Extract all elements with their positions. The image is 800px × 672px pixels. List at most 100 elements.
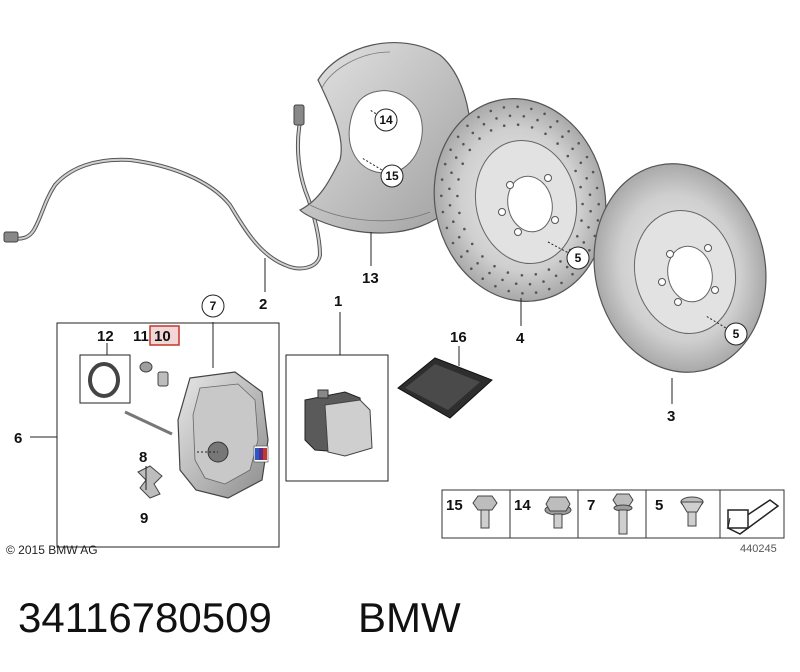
callout-15[interactable]: 15 (380, 164, 404, 188)
brake-pad-set[interactable] (304, 389, 373, 457)
brake-caliper[interactable] (177, 371, 269, 499)
drill-hole (560, 281, 563, 285)
callout-1[interactable]: 1 (334, 293, 342, 310)
legend-item-7[interactable]: 7 (587, 493, 634, 535)
drill-hole (452, 220, 455, 223)
caliper-assembly-box (56, 322, 280, 548)
guide-pin[interactable] (124, 410, 173, 436)
callout-4[interactable]: 4 (516, 330, 525, 347)
drilled-brake-disc[interactable] (416, 83, 625, 318)
drill-hole (597, 202, 600, 206)
drill-hole (507, 289, 511, 293)
drill-hole (571, 272, 574, 276)
drill-hole (547, 268, 551, 271)
callout-7[interactable]: 7 (201, 294, 225, 318)
svg-text:15: 15 (446, 497, 463, 514)
drill-hole (587, 226, 590, 229)
callout-3[interactable]: 3 (667, 408, 675, 425)
brake-wear-sensor-cable[interactable] (3, 104, 323, 271)
drill-hole (502, 124, 506, 127)
drill-hole (542, 280, 545, 283)
drill-hole (457, 178, 460, 181)
bleed-valve-cap[interactable] (139, 361, 153, 373)
brake-pad-box (285, 354, 389, 482)
callout-13[interactable]: 13 (362, 270, 379, 287)
drill-hole (501, 278, 504, 282)
callout-2[interactable]: 2 (259, 296, 267, 313)
drill-hole (528, 282, 532, 286)
drill-hole (566, 154, 570, 158)
drill-hole (579, 161, 583, 165)
drill-hole (502, 106, 506, 109)
drill-hole (593, 234, 597, 238)
drill-hole (478, 137, 481, 140)
callout-11[interactable]: 11 (133, 328, 149, 345)
drill-hole (454, 156, 458, 159)
image-number: 440245 (740, 543, 777, 555)
drill-hole (470, 267, 473, 271)
callout-12[interactable]: 12 (97, 328, 114, 345)
drill-hole (456, 194, 459, 198)
legend-item-14[interactable]: 14 (514, 496, 572, 529)
drill-hole (488, 271, 491, 275)
assembly-paste-sachet[interactable] (397, 357, 493, 419)
drill-hole (585, 155, 589, 159)
drill-hole (554, 274, 558, 278)
drill-hole (574, 169, 577, 173)
drill-hole (571, 147, 574, 151)
callout-6[interactable]: 6 (14, 430, 22, 447)
drill-hole (565, 265, 569, 269)
drill-hole (466, 124, 469, 128)
bleeder-screw[interactable] (157, 371, 169, 387)
drill-hole (466, 249, 469, 253)
drill-hole (520, 274, 524, 277)
drill-hole (582, 241, 586, 244)
callout-5-drilled-disc[interactable]: 5 (566, 246, 590, 270)
drill-hole (482, 122, 486, 126)
caliper-seal-ring[interactable] (79, 354, 131, 404)
svg-text:5: 5 (575, 251, 582, 265)
drill-hole (596, 219, 600, 222)
drill-hole (588, 193, 592, 196)
drill-hole (591, 170, 595, 174)
callout-10-highlight[interactable]: 10 (149, 325, 180, 346)
drill-hole (556, 120, 559, 123)
drill-hole (508, 114, 512, 118)
drill-hole (440, 194, 443, 198)
drill-hole (448, 204, 452, 207)
svg-text:14: 14 (514, 497, 531, 514)
drill-hole (489, 129, 493, 132)
legend-item-5[interactable]: 5 (655, 496, 704, 527)
svg-text:7: 7 (210, 299, 217, 313)
brake-dust-shield[interactable] (298, 42, 472, 234)
drill-hole (468, 148, 472, 152)
drill-hole (441, 210, 445, 214)
drill-hole (521, 292, 524, 295)
drill-hole (457, 235, 461, 239)
callout-9[interactable]: 9 (140, 510, 148, 527)
hex-bolt-icon (544, 496, 572, 529)
drill-hole (580, 219, 583, 222)
callout-5-disc[interactable]: 5 (724, 322, 748, 346)
legend-item-15[interactable]: 15 (446, 495, 498, 529)
drill-hole (470, 242, 474, 246)
callout-16[interactable]: 16 (450, 329, 467, 346)
drill-hole (581, 202, 584, 206)
callout-14[interactable]: 14 (374, 108, 398, 132)
svg-text:7: 7 (587, 497, 595, 514)
drill-hole (489, 109, 493, 113)
countersunk-bolt-icon (680, 496, 704, 527)
drill-hole (493, 264, 496, 268)
callout-10[interactable]: 10 (154, 328, 171, 345)
drill-hole (506, 271, 510, 274)
drill-hole (561, 135, 564, 138)
brake-disc[interactable] (575, 148, 785, 389)
drill-hole (460, 255, 463, 258)
drill-hole (495, 117, 498, 120)
anti-rattle-spring[interactable] (137, 465, 163, 499)
drill-hole (544, 132, 547, 136)
drill-hole (516, 123, 520, 126)
callout-8[interactable]: 8 (139, 449, 147, 466)
drill-hole (576, 235, 579, 238)
